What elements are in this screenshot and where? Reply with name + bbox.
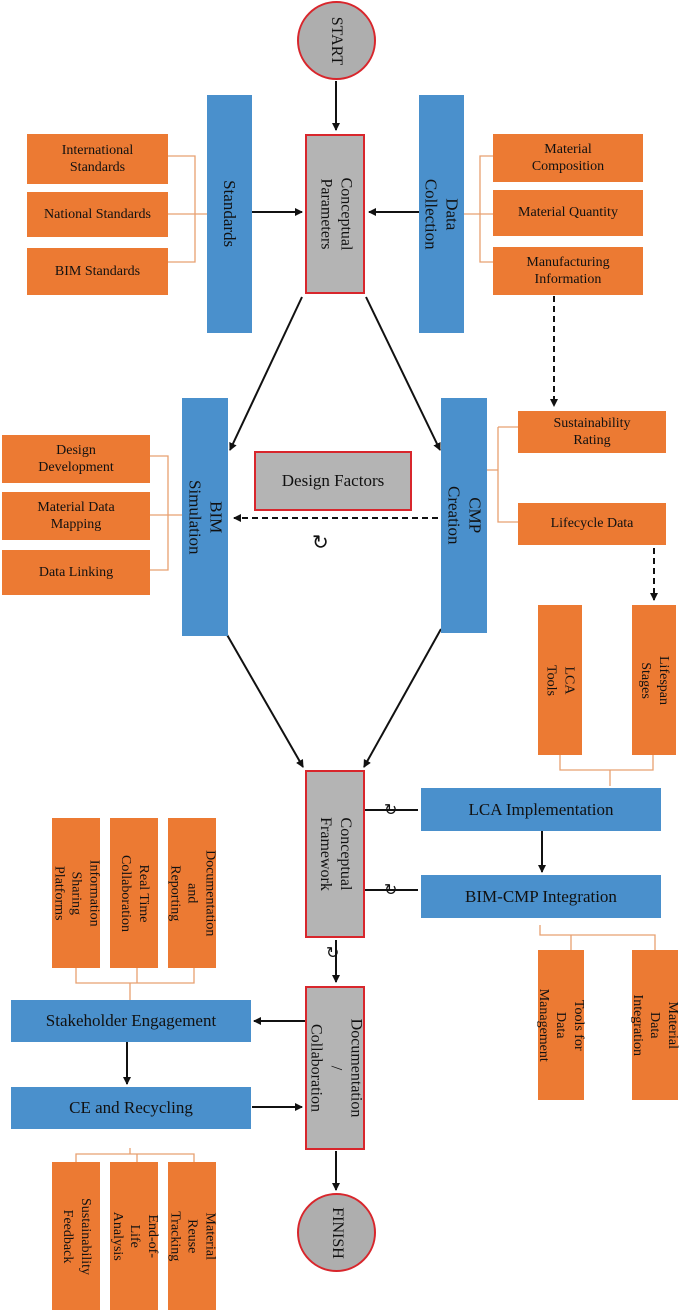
lifespan-stages-box: Lifespan Stages (632, 605, 676, 755)
data-collection-label: Data Collection (421, 178, 462, 250)
sustainability-rating-box: Sustainability Rating (518, 411, 666, 453)
material-data-mapping-box: Material Data Mapping (2, 492, 150, 540)
sustainability-rating-label: Sustainability Rating (553, 415, 631, 449)
start-terminal: START (297, 1, 376, 80)
bim-standards-box: BIM Standards (27, 248, 168, 295)
bim-cmp-integration-label: BIM-CMP Integration (465, 886, 617, 906)
material-composition-box: Material Composition (493, 134, 643, 182)
bim-simulation-box: BIM Simulation (182, 398, 228, 636)
design-factors-label: Design Factors (281, 471, 385, 491)
cmp-creation-label: CMP Creation (444, 486, 485, 545)
international-standards-label: International Standards (61, 142, 134, 176)
finish-label: FINISH (328, 1206, 346, 1259)
design-factors-box: Design Factors (254, 451, 412, 511)
stakeholder-engagement-box: Stakeholder Engagement (11, 1000, 251, 1042)
sustainability-feedback-box: Sustainability Feedback (52, 1162, 100, 1310)
lifespan-stages-label: Lifespan Stages (638, 655, 671, 705)
tools-data-management-label: Tools for Data Management (536, 988, 587, 1062)
ce-recycling-box: CE and Recycling (11, 1087, 251, 1129)
end-of-life-analysis-label: End-of-Life Analysis (109, 1211, 160, 1261)
documentation-collaboration-box: Documentation / Collaboration (305, 986, 365, 1150)
documentation-reporting-label: Documentation and Reporting (167, 849, 218, 937)
real-time-collaboration-label: Real Time Collaboration (118, 854, 151, 932)
lca-tools-label: LCA Tools (544, 664, 577, 696)
material-quantity-label: Material Quantity (518, 205, 618, 221)
bim-standards-label: BIM Standards (54, 263, 141, 279)
material-data-integration-box: Material Data Integration (630, 950, 680, 1100)
international-standards-box: International Standards (27, 134, 168, 184)
documentation-collaboration-label: Documentation / Collaboration (307, 1018, 365, 1118)
material-reuse-tracking-box: Material Reuse Tracking (167, 1162, 218, 1310)
lifecycle-data-box: Lifecycle Data (518, 503, 666, 545)
dashed-arrows (233, 296, 658, 601)
material-composition-label: Material Composition (531, 141, 605, 175)
conceptual-framework-label: Conceptual Framework (317, 817, 355, 891)
information-sharing-platforms-label: Information Sharing Platforms (51, 859, 102, 927)
national-standards-label: National Standards (44, 206, 151, 222)
lifecycle-data-label: Lifecycle Data (550, 516, 634, 532)
manufacturing-information-box: Manufacturing Information (493, 247, 643, 295)
cycle-arrows-icon: ↻ (384, 880, 398, 899)
end-of-life-analysis-box: End-of-Life Analysis (109, 1162, 160, 1310)
design-development-label: Design Development (38, 442, 114, 476)
data-collection-box: Data Collection (419, 95, 464, 333)
information-sharing-platforms-box: Information Sharing Platforms (51, 818, 102, 968)
material-data-integration-label: Material Data Integration (630, 994, 681, 1056)
material-reuse-tracking-label: Material Reuse Tracking (167, 1210, 218, 1262)
material-data-mapping-label: Material Data Mapping (37, 499, 115, 533)
manufacturing-information-label: Manufacturing Information (526, 254, 610, 288)
material-quantity-box: Material Quantity (493, 190, 643, 236)
lca-implementation-label: LCA Implementation (468, 799, 614, 819)
design-development-box: Design Development (2, 435, 150, 483)
cmp-creation-box: CMP Creation (441, 398, 487, 633)
national-standards-box: National Standards (27, 192, 168, 237)
bim-simulation-label: BIM Simulation (185, 479, 226, 555)
lca-tools-box: LCA Tools (538, 605, 582, 755)
cycle-arrows-icon: ↻ (312, 530, 329, 554)
flow-arrows (123, 81, 546, 1191)
documentation-reporting-box: Documentation and Reporting (167, 818, 218, 968)
stakeholder-engagement-label: Stakeholder Engagement (45, 1011, 217, 1031)
real-time-collaboration-box: Real Time Collaboration (110, 818, 158, 968)
data-linking-label: Data Linking (38, 564, 114, 580)
finish-terminal: FINISH (297, 1193, 376, 1272)
cycle-arrows-icon: ↻ (384, 800, 398, 819)
ce-recycling-label: CE and Recycling (69, 1098, 193, 1118)
bim-cmp-integration-box: BIM-CMP Integration (421, 875, 661, 918)
tools-data-management-box: Tools for Data Management (536, 950, 586, 1100)
cycle-arrows-icon: ↻ (326, 943, 340, 962)
standards-label: Standards (220, 180, 240, 248)
conceptual-framework-box: Conceptual Framework (305, 770, 365, 938)
start-label: START (328, 16, 346, 65)
lca-implementation-box: LCA Implementation (421, 788, 661, 831)
conceptual-parameters-label: Conceptual Parameters (317, 177, 354, 251)
data-linking-box: Data Linking (2, 550, 150, 595)
standards-box: Standards (207, 95, 252, 333)
conceptual-parameters-box: Conceptual Parameters (305, 134, 365, 294)
bracket-connectors (75, 155, 656, 1162)
sustainability-feedback-label: Sustainability Feedback (60, 1197, 93, 1275)
